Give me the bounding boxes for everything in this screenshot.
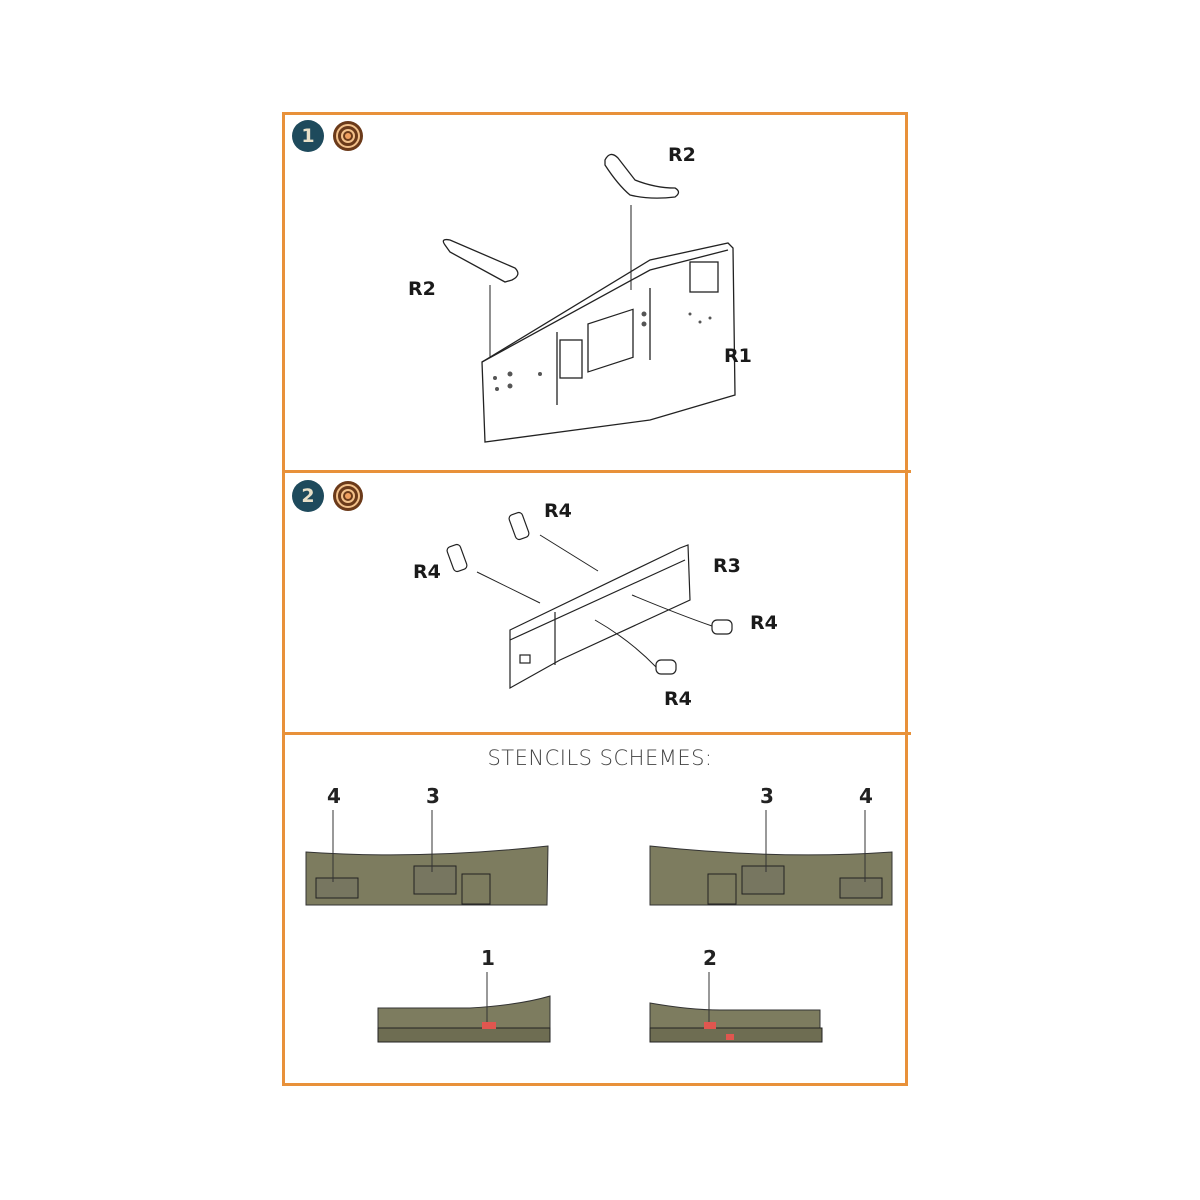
part-label-r3: R3	[713, 555, 741, 577]
part-label-r1: R1	[724, 345, 752, 367]
callout-1: 1	[481, 946, 495, 970]
step-2-badge: 2	[292, 480, 324, 512]
callout-4-left: 4	[327, 784, 341, 808]
stencil-panel-left-top	[305, 810, 549, 906]
callout-2: 2	[703, 946, 717, 970]
part-label-r4-top: R4	[544, 500, 572, 522]
instruction-frame	[282, 112, 908, 1086]
part-label-r2-top: R2	[668, 144, 696, 166]
callout-4-right: 4	[859, 784, 873, 808]
step-1-badge: 1	[292, 120, 324, 152]
part-label-r2-left: R2	[408, 278, 436, 300]
step-divider-1	[282, 470, 911, 473]
stencils-title: STENCILS SCHEMES:	[487, 746, 713, 770]
stencil-panel-left-bottom	[377, 972, 551, 1043]
stencil-panel-right-top	[649, 810, 893, 906]
callout-3-right: 3	[760, 784, 774, 808]
step-divider-2	[282, 732, 911, 735]
part-label-r4-bottom: R4	[664, 688, 692, 710]
stencil-panel-right-bottom	[649, 972, 823, 1043]
part-label-r4-right: R4	[750, 612, 778, 634]
glue-icon	[333, 121, 363, 151]
glue-icon	[333, 481, 363, 511]
callout-3-left: 3	[426, 784, 440, 808]
part-label-r4-left: R4	[413, 561, 441, 583]
